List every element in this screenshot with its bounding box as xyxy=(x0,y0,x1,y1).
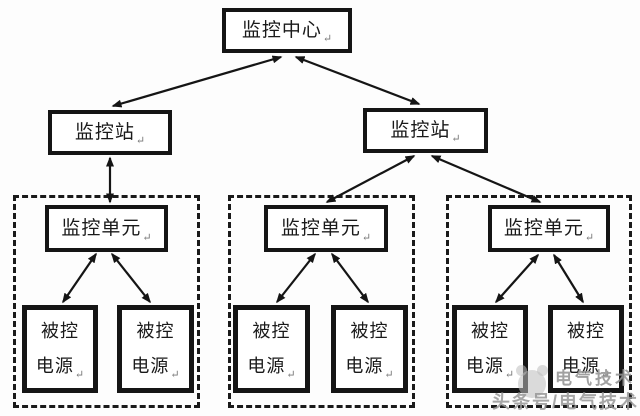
node-label-line2: 电源↵ xyxy=(345,349,393,384)
node-label-line2: 电源↵ xyxy=(36,349,84,384)
edge-station2-unit2 xyxy=(325,155,416,203)
return-mark: ↵ xyxy=(361,232,372,245)
return-mark: ↵ xyxy=(584,232,595,245)
node-monitoring-unit-2: 监控单元↵ xyxy=(264,205,388,252)
node-label-line1: 被控 xyxy=(471,320,509,341)
node-label-line1: 被控 xyxy=(41,320,79,341)
node-monitoring-center: 监控中心↵ xyxy=(222,8,352,53)
node-controlled-power-2a: 被控 电源↵ xyxy=(233,305,310,393)
node-label: 监控站 xyxy=(390,119,451,141)
return-mark: ↵ xyxy=(384,368,394,381)
edge-unit1-supply1b xyxy=(111,252,151,304)
return-mark: ↵ xyxy=(170,368,180,381)
return-mark: ↵ xyxy=(142,232,152,245)
node-label-line2: 电源↵ xyxy=(131,349,179,384)
return-mark: ↵ xyxy=(322,33,333,46)
node-monitoring-unit-3: 监控单元↵ xyxy=(488,205,610,252)
edge-unit1-supply1a xyxy=(62,252,97,304)
node-controlled-power-2b: 被控 电源↵ xyxy=(331,305,408,393)
node-label-line2: 电源↵ xyxy=(466,349,514,384)
node-label: 监控中心 xyxy=(241,19,322,41)
return-mark: ↵ xyxy=(135,135,146,148)
node-label-line1: 被控 xyxy=(567,320,605,341)
node-label-line1: 被控 xyxy=(252,320,291,341)
edge-station2-unit3 xyxy=(430,154,542,204)
node-label-line1: 被控 xyxy=(136,320,175,341)
edge-unit3-supply3b xyxy=(553,253,584,304)
return-mark: ↵ xyxy=(451,133,461,146)
edge-center-station2 xyxy=(294,55,421,106)
node-monitoring-station-1: 监控站↵ xyxy=(48,110,172,155)
watermark-mascot-icon xyxy=(516,365,548,398)
node-label: 监控站 xyxy=(74,121,135,143)
return-mark: ↵ xyxy=(74,368,85,381)
edge-unit3-supply3a xyxy=(495,253,539,304)
return-mark: ↵ xyxy=(600,368,611,381)
node-label: 监控单元 xyxy=(61,217,142,239)
node-controlled-power-3b: 被控 电源↵ xyxy=(548,305,624,393)
node-monitoring-station-2: 监控站↵ xyxy=(363,108,488,153)
node-label-line1: 被控 xyxy=(350,320,389,341)
group-frame-2 xyxy=(228,195,415,408)
node-label-line2: 电源↵ xyxy=(247,349,295,384)
return-mark: ↵ xyxy=(286,368,296,381)
node-label-line2: 电源↵ xyxy=(562,349,610,384)
node-controlled-power-1b: 被控 电源↵ xyxy=(117,305,194,393)
node-label: 监控单元 xyxy=(280,217,361,239)
edge-center-station1 xyxy=(111,55,283,108)
node-controlled-power-1a: 被控 电源↵ xyxy=(22,305,98,393)
node-monitoring-unit-1: 监控单元↵ xyxy=(45,205,168,252)
edge-unit2-supply2b xyxy=(331,252,369,304)
node-label: 监控单元 xyxy=(503,217,584,239)
node-controlled-power-3a: 被控 电源↵ xyxy=(452,305,528,393)
edge-unit2-supply2a xyxy=(276,252,316,304)
return-mark: ↵ xyxy=(504,368,515,381)
